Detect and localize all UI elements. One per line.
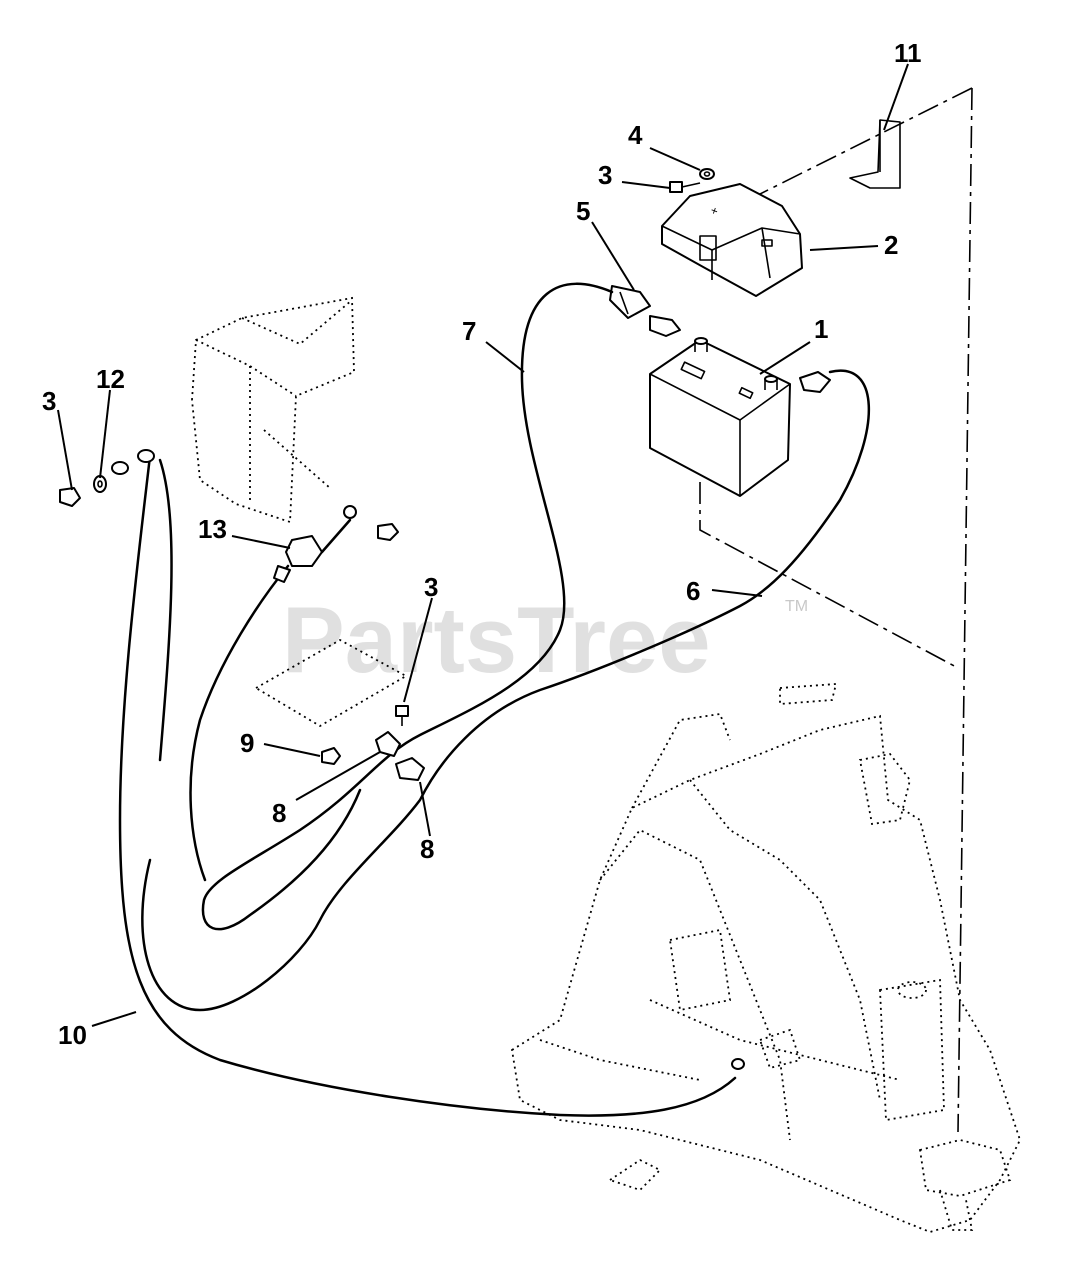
callout-10: 10 xyxy=(58,1020,87,1050)
callout-2: 2 xyxy=(884,230,898,260)
callout-6: 6 xyxy=(686,576,700,606)
screw-part-3-left[interactable] xyxy=(59,487,81,507)
cable-part-7[interactable] xyxy=(201,282,614,931)
tractor-frame xyxy=(511,683,1021,1233)
battery-terminal-post-positive xyxy=(694,337,778,390)
callout-1: 1 xyxy=(814,314,828,344)
callout-13: 13 xyxy=(198,514,227,544)
callout-5: 5 xyxy=(576,196,590,226)
callout-9: 9 xyxy=(240,728,254,758)
ground-cable-eyelet xyxy=(111,449,745,1070)
clamp-part-8-a[interactable] xyxy=(375,731,401,757)
leader-lines xyxy=(57,63,909,1027)
clamp-part-8-b[interactable] xyxy=(395,757,425,781)
nut-part-small xyxy=(377,523,399,541)
watermark: PartsTree xyxy=(282,587,711,692)
cable-part-10-second-run xyxy=(158,458,173,762)
callout-11: 11 xyxy=(894,38,922,68)
battery-part-1[interactable] xyxy=(649,337,791,497)
callout-4: 4 xyxy=(628,120,643,150)
watermark-trademark: TM xyxy=(785,598,808,615)
callout-8-left: 8 xyxy=(272,798,286,828)
bracket-part-11[interactable] xyxy=(849,119,901,189)
callout-12: 12 xyxy=(96,364,125,394)
callout-3-left: 3 xyxy=(42,386,56,416)
center-lines xyxy=(699,87,973,1133)
callout-3-top: 3 xyxy=(598,160,612,190)
terminal-boot-part-5[interactable] xyxy=(609,285,681,337)
svg-text:+: + xyxy=(709,203,720,219)
washer-part-4[interactable] xyxy=(699,168,715,180)
cable-6-terminal xyxy=(799,371,831,393)
battery-cover-part-2[interactable]: + xyxy=(661,183,803,297)
callout-8-right: 8 xyxy=(420,834,434,864)
starter-housing[interactable] xyxy=(191,296,355,524)
washer-part-12[interactable] xyxy=(93,475,107,493)
nut-part-9[interactable] xyxy=(321,747,341,765)
callout-labels: 11 4 3 2 5 7 1 6 3 12 13 3 9 8 8 10 xyxy=(42,38,922,1050)
callout-7: 7 xyxy=(462,316,476,346)
callout-3-middle: 3 xyxy=(424,572,438,602)
cable-part-10[interactable] xyxy=(118,454,737,1117)
screw-part-3-top[interactable] xyxy=(669,181,701,193)
cable-part-6[interactable] xyxy=(141,369,871,1012)
screw-part-3-middle[interactable] xyxy=(395,705,409,726)
cable-part-13[interactable] xyxy=(189,505,357,882)
